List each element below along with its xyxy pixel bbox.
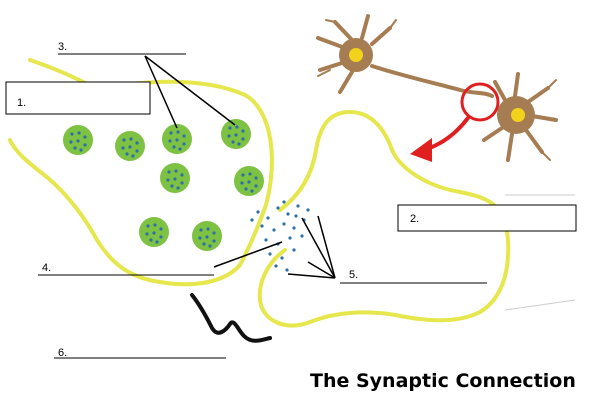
vesicle xyxy=(115,131,145,161)
pointer-lines xyxy=(144,55,336,279)
diagram-title: The Synaptic Connection xyxy=(310,370,576,392)
label-6: 6. xyxy=(58,347,67,359)
vesicle xyxy=(160,163,190,193)
pointer-line-5 xyxy=(287,273,336,279)
neuron-icon xyxy=(316,14,558,162)
pointer-line-5 xyxy=(307,261,336,279)
label-5: 5. xyxy=(349,269,358,281)
label-3: 3. xyxy=(58,41,67,53)
label-4: 4. xyxy=(42,262,51,274)
vesicle xyxy=(234,166,264,196)
vesicle xyxy=(162,124,192,154)
label-1: 1. xyxy=(17,97,26,109)
label-box-1 xyxy=(5,81,151,115)
synapse-highlight-circle xyxy=(460,82,500,122)
vesicle xyxy=(63,125,93,155)
postsynaptic-membrane xyxy=(257,109,511,328)
label-2: 2. xyxy=(410,213,419,225)
membrane-squiggle xyxy=(190,293,272,343)
vesicle xyxy=(139,217,169,247)
pointer-line-3 xyxy=(144,55,178,129)
label-box-2 xyxy=(397,204,577,232)
pointer-line-4 xyxy=(213,241,283,268)
pointer-line-3 xyxy=(144,55,236,126)
vesicles xyxy=(63,119,264,251)
postsynaptic-membrane-edge xyxy=(504,299,576,311)
vesicle xyxy=(221,119,251,149)
pointer-line-5 xyxy=(317,215,336,279)
vesicle xyxy=(192,221,222,251)
arrow-icon xyxy=(410,116,470,162)
pointer-line-5 xyxy=(301,217,336,279)
